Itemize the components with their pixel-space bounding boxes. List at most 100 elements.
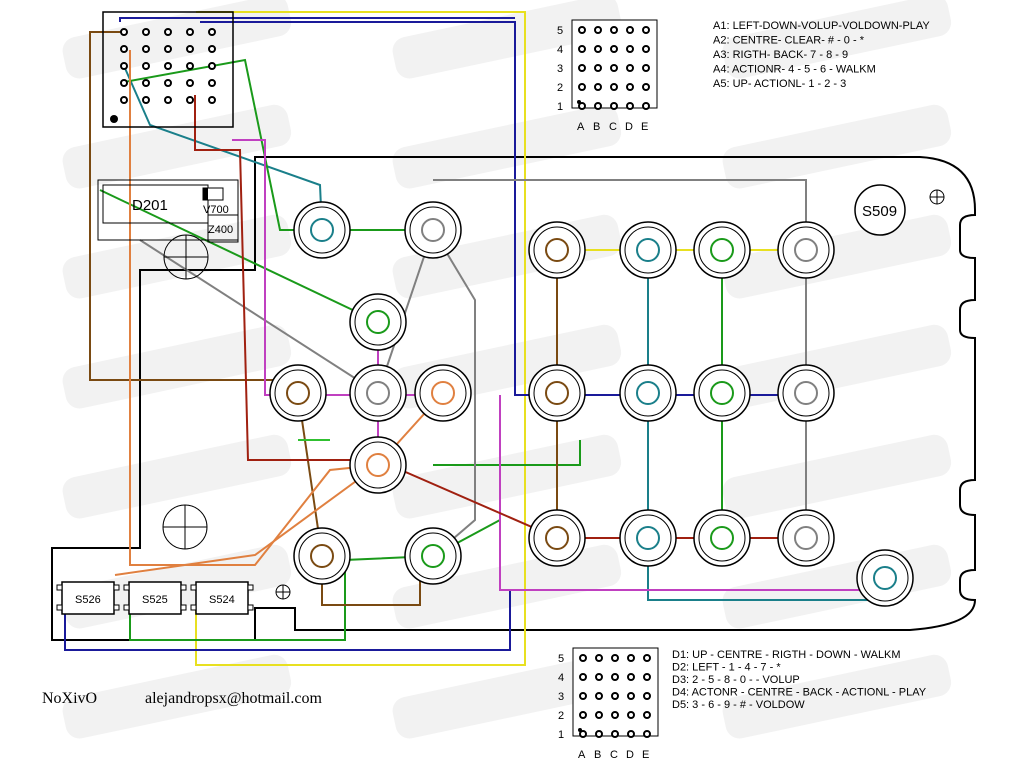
connector-outline (102, 11, 234, 128)
grid-pin (642, 45, 650, 53)
row-label: 5 (557, 25, 563, 37)
watermark-mark (62, 434, 292, 519)
connector-pin (120, 96, 128, 104)
keypad-button-pad (619, 509, 677, 567)
switch-s509-label: S509 (862, 203, 897, 220)
keypad-button-pad (349, 293, 407, 351)
grid-pin (626, 64, 634, 72)
author-label: NoXivO (42, 690, 97, 707)
grid-pin (579, 692, 587, 700)
keypad-button-pad (404, 201, 462, 259)
connector-pin (120, 62, 128, 70)
side-switch-label: S524 (209, 594, 235, 606)
grid-pin (643, 711, 651, 719)
grid-pin (627, 692, 635, 700)
watermark-mark (392, 654, 622, 739)
chip-d201 (97, 179, 239, 241)
email-label: alejandropsx@hotmail.com (145, 690, 322, 707)
keypad-button-pad (528, 364, 586, 422)
col-label: C (609, 121, 617, 133)
watermark-mark (722, 544, 952, 629)
row-label: 4 (557, 44, 563, 56)
navy-trace (119, 17, 515, 22)
watermark-mark (722, 434, 952, 519)
connector-pin (208, 45, 216, 53)
legend-line: A5: UP- ACTIONL- 1 - 2 - 3 (713, 78, 846, 90)
grid-pin (611, 673, 619, 681)
connector-pin (164, 79, 172, 87)
grid-pin (611, 654, 619, 662)
grid-pin (627, 654, 635, 662)
legend-line: A1: LEFT-DOWN-VOLUP-VOLDOWN-PLAY (713, 20, 930, 32)
grid-pin (642, 102, 650, 110)
col-label: C (610, 749, 618, 761)
row-label: 4 (558, 672, 564, 684)
keypad-button-pad (693, 364, 751, 422)
grid-pin (610, 45, 618, 53)
keypad-button-pad (528, 221, 586, 279)
navy-trace (64, 590, 511, 651)
keypad-button-pad (293, 201, 351, 259)
connector-pin (208, 28, 216, 36)
gray-trace (139, 239, 379, 394)
grid-pin (578, 102, 586, 110)
connector-pin (142, 62, 150, 70)
brown-trace (89, 31, 298, 381)
grid-pin (579, 673, 587, 681)
grid-pin (626, 26, 634, 34)
pin1-marker (110, 115, 118, 123)
grid-pin (643, 654, 651, 662)
keypad-button-pad (349, 364, 407, 422)
connector-pin (164, 45, 172, 53)
keypad-button-pad (856, 549, 914, 607)
row-label: 2 (558, 710, 564, 722)
connector-pin (164, 96, 172, 104)
grid-pin (611, 692, 619, 700)
legend-line: A3: RIGTH- BACK- 7 - 8 - 9 (713, 49, 848, 61)
row-label: 3 (558, 691, 564, 703)
grid-pin (595, 711, 603, 719)
row-label: 1 (558, 729, 564, 741)
grid-pin (594, 45, 602, 53)
grid-pin (578, 26, 586, 34)
side-switch-s525: S525 (123, 581, 187, 615)
watermark-mark (722, 0, 952, 79)
connector-pin (186, 79, 194, 87)
chip-body (102, 184, 209, 224)
grid-pin (578, 45, 586, 53)
legend-line: D1: UP - CENTRE - RIGTH - DOWN - WALKM (672, 649, 901, 661)
connector-pin (186, 28, 194, 36)
keypad-button-pad (269, 364, 327, 422)
grid-pin (626, 102, 634, 110)
connector-pin (120, 79, 128, 87)
grid-pin (642, 64, 650, 72)
keypad-button-pad (293, 527, 351, 585)
crosshair-mark (163, 234, 209, 280)
brown-trace (297, 392, 421, 606)
side-switch-label: S526 (75, 594, 101, 606)
keypad-button-pad (404, 527, 462, 585)
board-outline (51, 156, 977, 641)
watermark-mark (722, 104, 952, 189)
connector-pin (120, 45, 128, 53)
connector-pin (164, 28, 172, 36)
keypad-button-pad (619, 221, 677, 279)
crosshair-mark (162, 504, 208, 550)
keypad-button-pad (693, 221, 751, 279)
col-label: E (641, 121, 648, 133)
grid-pin (643, 673, 651, 681)
grid-pin (610, 83, 618, 91)
grid-pin (594, 102, 602, 110)
legend-line: A2: CENTRE- CLEAR- # - 0 - * (713, 35, 865, 47)
connector-pin (208, 79, 216, 87)
legend-line: D4: ACTONR - CENTRE - BACK - ACTIONL - P… (672, 687, 927, 699)
connector-pin (142, 28, 150, 36)
grid-pin (642, 26, 650, 34)
grid-pin (595, 654, 603, 662)
keypad-button-pad (528, 509, 586, 567)
keypad-button-pad (349, 436, 407, 494)
keypad-button-pad (619, 364, 677, 422)
col-label: B (593, 121, 600, 133)
connector-pin (186, 45, 194, 53)
keypad-button-pad (414, 364, 472, 422)
